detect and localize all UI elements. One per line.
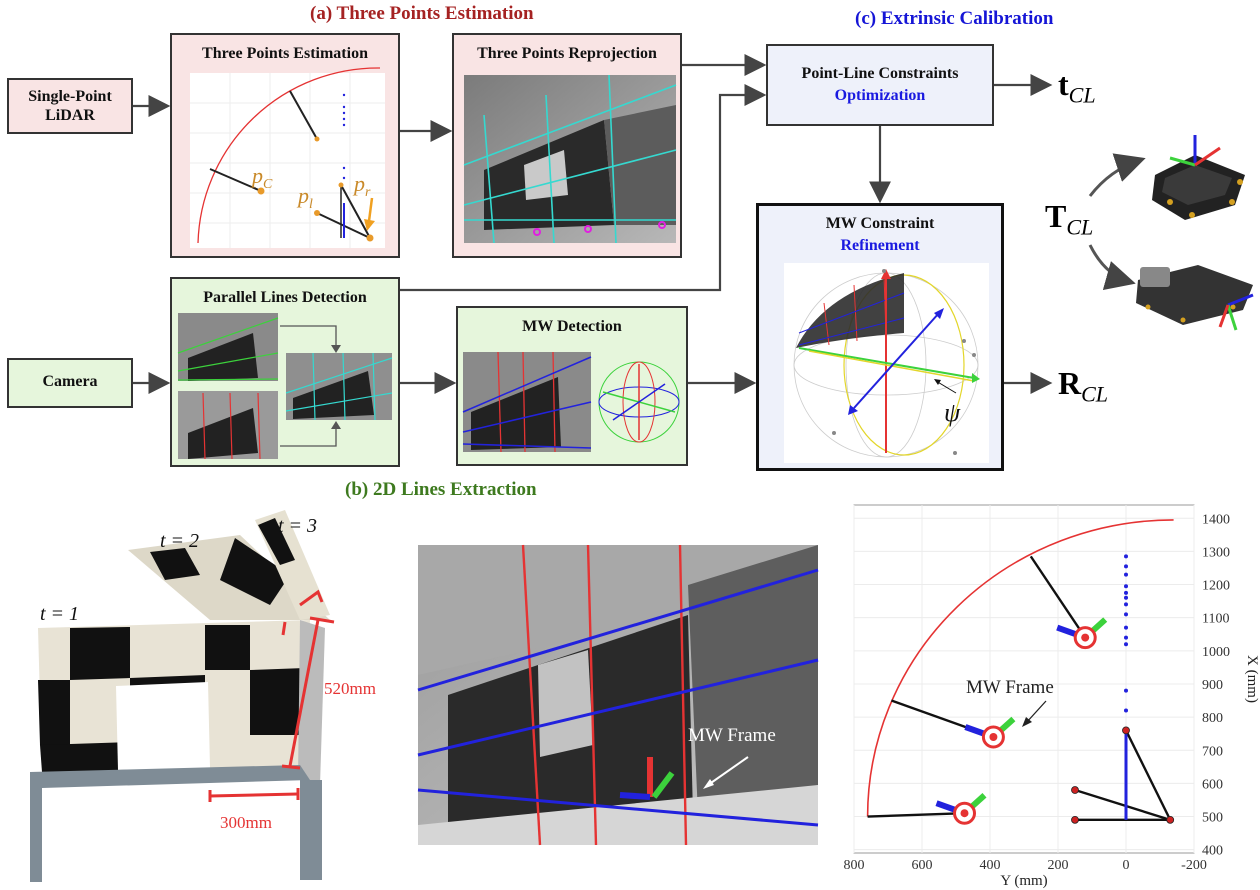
lidar-point [1124,602,1128,607]
three-points-estimation-box: Three Points Estimation pC pl pr [170,33,400,258]
p-c-label: pC [250,163,273,192]
range-arc [866,519,1174,817]
point-line-constraints-title: Point-Line Constraints [801,65,959,82]
x-tick-label: 400 [980,858,1001,873]
section-b-label: (b) 2D Lines Extraction [345,479,537,500]
dim-300-label: 300mm [220,813,272,832]
mw-frame-photo-label: MW Frame [688,725,776,746]
y-tick-label: 1400 [1202,512,1230,527]
lidar-point [1124,635,1128,640]
T-cl-symbol: TCL [1045,198,1094,240]
chart-plot-area [853,504,1195,854]
lidar-point [1124,584,1128,589]
lidar-point [1124,572,1128,577]
y-tick-label: 400 [1202,844,1223,859]
lidar-ray [1124,729,1172,821]
dim-520-label: 520mm [324,679,376,698]
lidar-point [1124,708,1128,713]
chart-y-label: X (mm) [1244,655,1260,703]
lidar-point [1124,625,1128,630]
y-tick-label: 1300 [1202,545,1230,560]
p-l-label: pl [296,183,313,212]
x-tick-label: 600 [912,858,933,873]
x-tick-label: 200 [1048,858,1069,873]
lidar-point [1124,688,1128,693]
camera-image-with-lines: MW Frame [417,544,819,846]
lidar-point [1124,564,1128,569]
parallel-lines-images [177,313,393,460]
mw-frame-center [960,809,969,818]
mw-frame-center [1081,633,1090,642]
three-points-reprojection-title: Three Points Reprojection [477,45,657,62]
mw-constraint-title: MW Constraint [825,215,935,232]
lidar-topdown-chart: 800 600 400 200 0 -200 1400 1300 1200 1100 1000 90… [844,504,1260,890]
y-tick-label: 800 [1202,711,1223,726]
t2-label: t = 2 [160,530,199,552]
p-r-label: pr [352,171,371,200]
point-line-constraints-box: Point-Line Constraints Optimization [766,44,994,126]
lidar-ray [1029,555,1087,639]
lidar-ray [867,812,965,818]
three-points-plot: pC pl pr [190,67,385,248]
y-tick-label: 1000 [1202,645,1230,660]
R-cl-symbol: RCL [1058,365,1109,407]
reprojection-image [463,74,677,244]
lidar-device-image [1136,265,1254,331]
mw-frame-plot-label: MW Frame [966,677,1054,698]
camera-input-box: Camera [7,358,133,408]
chart-y-ticks: 1400 1300 1200 1100 1000 900 800 700 600 500 400 [1202,512,1230,858]
lidar-point [1124,590,1128,595]
psi-symbol: ψ [944,398,961,427]
chart-marks [866,519,1175,825]
mw-detection-images [462,351,680,453]
section-c-label: (c) Extrinsic Calibration [855,8,1054,29]
lidar-point [1124,554,1128,559]
lidar-input-box: Single-Point LiDAR [7,78,133,134]
point-line-optimization-label: Optimization [834,87,926,104]
three-points-reprojection-box: Three Points Reprojection [452,33,682,258]
section-a-label: (a) Three Points Estimation [310,3,534,24]
camera-label: Camera [42,373,98,390]
parallel-lines-detection-title: Parallel Lines Detection [203,289,367,306]
mw-frame-center [989,733,998,741]
lidar-label-line1: Single-Point [28,88,112,105]
lidar-point [1124,642,1128,647]
lidar-ray [1074,788,1171,822]
mw-detection-title: MW Detection [522,318,622,335]
flow-arrows [133,54,1146,394]
parallel-lines-detection-box: Parallel Lines Detection [170,277,400,467]
x-tick-label: 800 [844,858,865,873]
y-tick-label: 500 [1202,811,1223,826]
t3-label: t = 3 [278,515,317,537]
mw-sphere-figure: ψ [784,263,989,463]
lidar-label-line2: LiDAR [45,107,95,124]
mw-constraint-box: MW Constraint Refinement ψ [756,203,1004,471]
y-tick-label: 900 [1202,678,1223,693]
mw-detection-box: MW Detection [456,306,688,466]
calibration-board-photo: t = 1 t = 2 t = 3 520mm 300mm [0,510,400,890]
y-tick-label: 600 [1202,777,1223,792]
endpoint-marker [1122,726,1130,735]
chart-grid [853,505,1195,853]
three-points-estimation-title: Three Points Estimation [202,45,368,62]
t1-label: t = 1 [40,603,79,625]
x-tick-label: -200 [1181,858,1207,873]
y-tick-label: 1100 [1202,612,1229,627]
y-tick-label: 1200 [1202,579,1230,594]
y-tick-label: 700 [1202,744,1223,759]
endpoint-marker [1071,815,1079,824]
t-cl-symbol: tCL [1058,66,1096,108]
lidar-point [1124,595,1128,600]
lidar-point [1124,612,1128,617]
chart-x-ticks: 800 600 400 200 0 -200 [844,858,1207,873]
endpoint-marker [1071,786,1079,794]
mw-constraint-refinement-label: Refinement [840,237,920,254]
x-tick-label: 0 [1123,858,1130,873]
camera-device-image [1152,135,1245,220]
chart-x-label: Y (mm) [1000,873,1047,889]
endpoint-marker [1166,815,1175,824]
